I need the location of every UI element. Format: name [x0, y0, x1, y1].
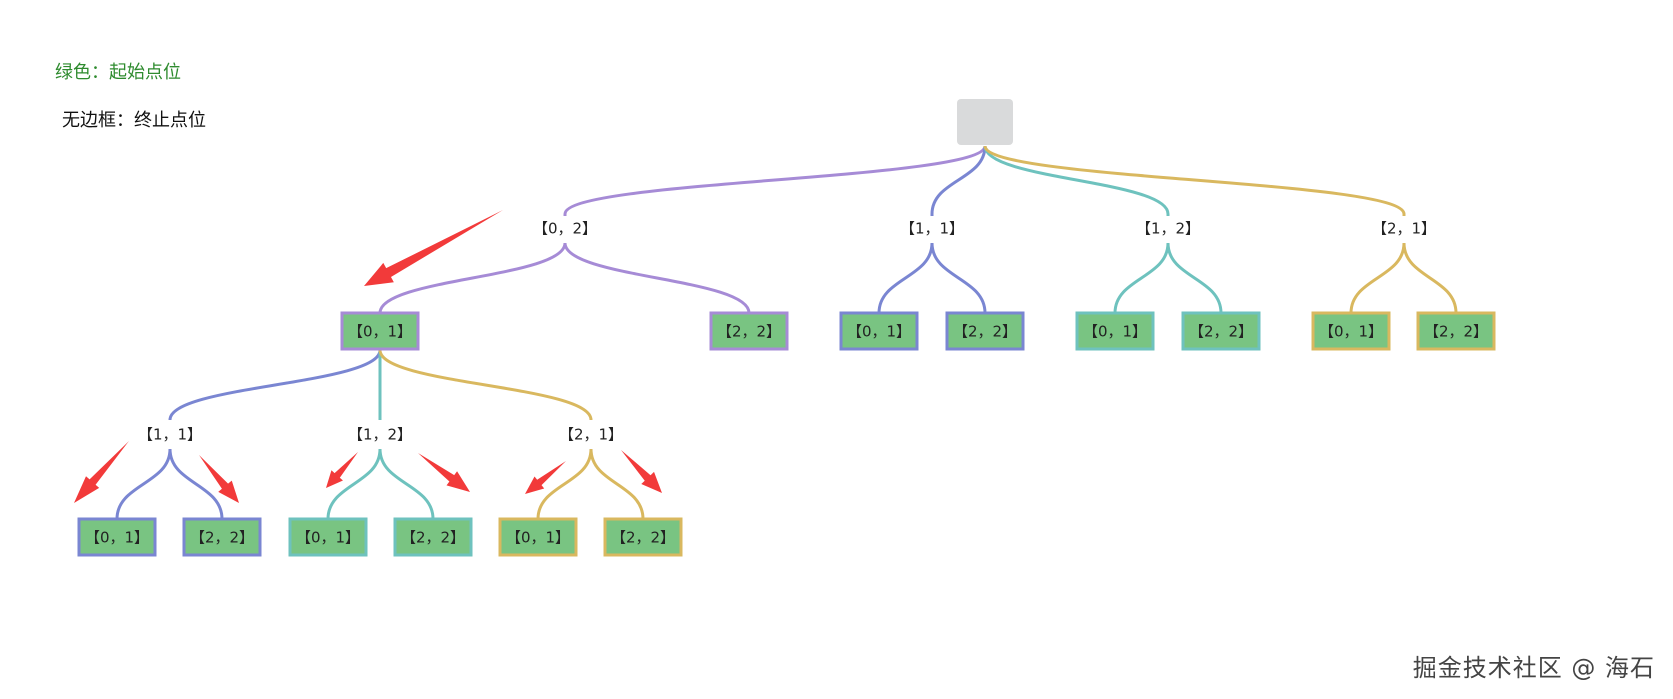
legend-end-point: 无边框：终止点位 [62, 110, 206, 131]
node-l2-4-label: 【0，1】 [1083, 323, 1147, 341]
node-l4-0-box [77, 517, 157, 557]
arrow-l4-2 [326, 452, 358, 488]
root-node [957, 99, 1013, 145]
node-l2-7-label: 【2，2】 [1424, 323, 1488, 341]
node-l4-3-box [393, 517, 473, 557]
node-l4-1-box [182, 517, 262, 557]
node-l2-1: 【2，2】 [709, 311, 789, 351]
edge-l2-l3-2 [378, 349, 593, 421]
node-l4-3: 【2，2】 [393, 517, 473, 557]
node-l4-5-label: 【2，2】 [611, 529, 675, 547]
edge-l1-l2-3 [930, 242, 987, 314]
node-l1-1: 【1，1】 [900, 220, 964, 238]
node-l2-5-box [1181, 311, 1261, 351]
node-l4-5: 【2，2】 [603, 517, 683, 557]
arrow-l4-3 [418, 453, 470, 492]
node-l1-2: 【1，2】 [1136, 220, 1200, 238]
edge-root-3 [983, 145, 1406, 215]
edge-l3-l4-5 [589, 448, 645, 520]
node-l2-5-label: 【2，2】 [1189, 323, 1253, 341]
node-l2-1-label: 【2，2】 [717, 323, 781, 341]
annotation-arrows [74, 210, 662, 503]
node-l4-4-box [498, 517, 578, 557]
edge-root-1 [930, 145, 987, 215]
edge-l1-l2-4 [1113, 242, 1170, 314]
edge-l3-l4-4 [536, 448, 593, 520]
node-l2-2-label: 【0，1】 [847, 323, 911, 341]
arrow-l4-5 [621, 450, 662, 493]
node-l3-2: 【2，1】 [559, 426, 623, 444]
node-l2-6: 【0，1】 [1311, 311, 1391, 351]
edge-l1-l2-6 [1349, 242, 1406, 314]
node-l3-1: 【1，2】 [348, 426, 412, 444]
node-l4-4-label: 【0，1】 [506, 529, 570, 547]
edge-l1-l2-7 [1402, 242, 1458, 314]
edge-l3-l4-0 [115, 448, 172, 520]
node-l4-2-box [288, 517, 368, 557]
edge-l1-l2-2 [877, 242, 934, 314]
edge-l3-l4-3 [378, 448, 435, 520]
watermark: 掘金技术社区 @ 海石 [1412, 654, 1655, 682]
node-l2-0-box [340, 311, 420, 351]
node-l2-3: 【2，2】 [945, 311, 1025, 351]
arrow-l4-0 [74, 441, 129, 503]
node-l1-3: 【2，1】 [1372, 220, 1436, 238]
node-l2-0-label: 【0，1】 [348, 323, 412, 341]
node-l2-3-label: 【2，2】 [953, 323, 1017, 341]
node-l2-7-box [1416, 311, 1496, 351]
node-l4-4: 【0，1】 [498, 517, 578, 557]
node-l4-5-box [603, 517, 683, 557]
node-l4-1-label: 【2，2】 [190, 529, 254, 547]
edge-root-0 [563, 145, 987, 215]
node-l2-6-box [1311, 311, 1391, 351]
edge-l1-l2-5 [1166, 242, 1223, 314]
node-l4-0: 【0，1】 [77, 517, 157, 557]
node-l4-0-label: 【0，1】 [85, 529, 149, 547]
node-l2-3-box [945, 311, 1025, 351]
node-l2-4-box [1075, 311, 1155, 351]
node-l4-3-label: 【2，2】 [401, 529, 465, 547]
edge-l1-l2-0 [378, 242, 567, 314]
legend-start-point: 绿色：起始点位 [55, 62, 181, 83]
node-l3-0: 【1，1】 [138, 426, 202, 444]
node-l2-2-box [839, 311, 919, 351]
arrow-l4-4 [525, 461, 566, 494]
arrow-l4-1 [199, 455, 239, 503]
edge-l3-l4-2 [326, 448, 382, 520]
tree-edges [115, 145, 1458, 520]
node-l2-5: 【2，2】 [1181, 311, 1261, 351]
node-l2-6-label: 【0，1】 [1319, 323, 1383, 341]
node-l1-0: 【0，2】 [533, 220, 597, 238]
node-l2-0: 【0，1】 [340, 311, 420, 351]
node-l4-1: 【2，2】 [182, 517, 262, 557]
edge-l2-l3-0 [168, 349, 382, 421]
arrow-to-start-node [364, 210, 503, 286]
node-l4-2-label: 【0，1】 [296, 529, 360, 547]
edge-l3-l4-1 [168, 448, 224, 520]
edge-l1-l2-1 [563, 242, 751, 314]
node-l2-1-box [709, 311, 789, 351]
node-l2-7: 【2，2】 [1416, 311, 1496, 351]
node-l4-2: 【0，1】 [288, 517, 368, 557]
edge-root-2 [983, 145, 1170, 215]
node-l2-2: 【0，1】 [839, 311, 919, 351]
node-l2-4: 【0，1】 [1075, 311, 1155, 351]
tree-nodes: 【0，2】【1，1】【1，2】【2，1】【0，1】【2，2】【0，1】【2，2】… [77, 99, 1496, 557]
